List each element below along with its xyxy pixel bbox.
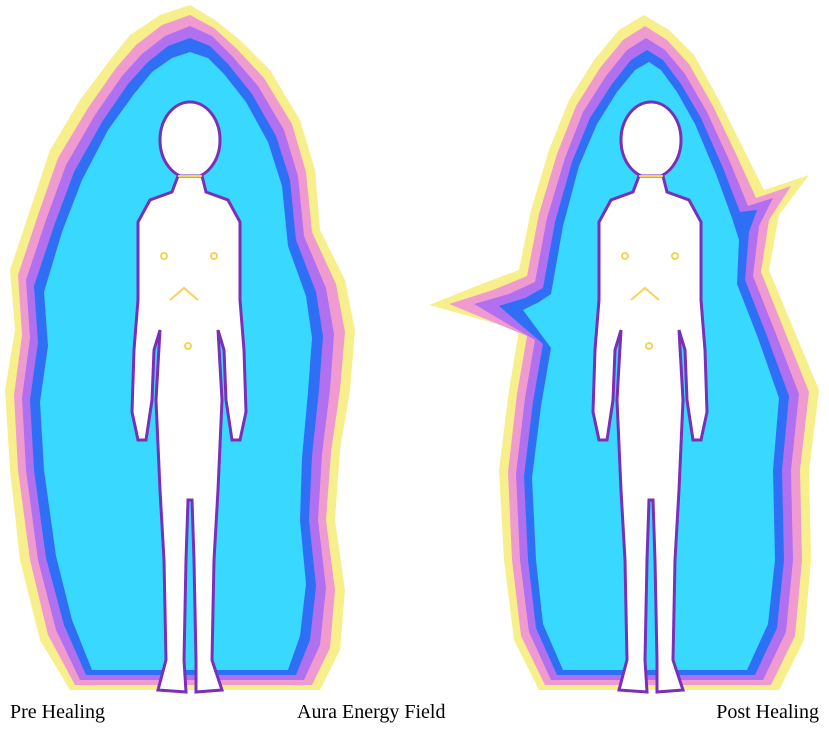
pre-healing-caption: Pre Healing (10, 701, 105, 724)
head-shape (160, 102, 220, 178)
pre-healing-aura-svg (0, 0, 400, 700)
post-healing-aura-svg (419, 0, 829, 700)
head-shape (621, 102, 681, 178)
post-healing-caption: Post Healing (716, 701, 819, 724)
aura-energy-field-caption: Aura Energy Field (297, 701, 446, 724)
post-healing-aura-image (419, 0, 829, 700)
pre-healing-aura-image (0, 0, 400, 700)
